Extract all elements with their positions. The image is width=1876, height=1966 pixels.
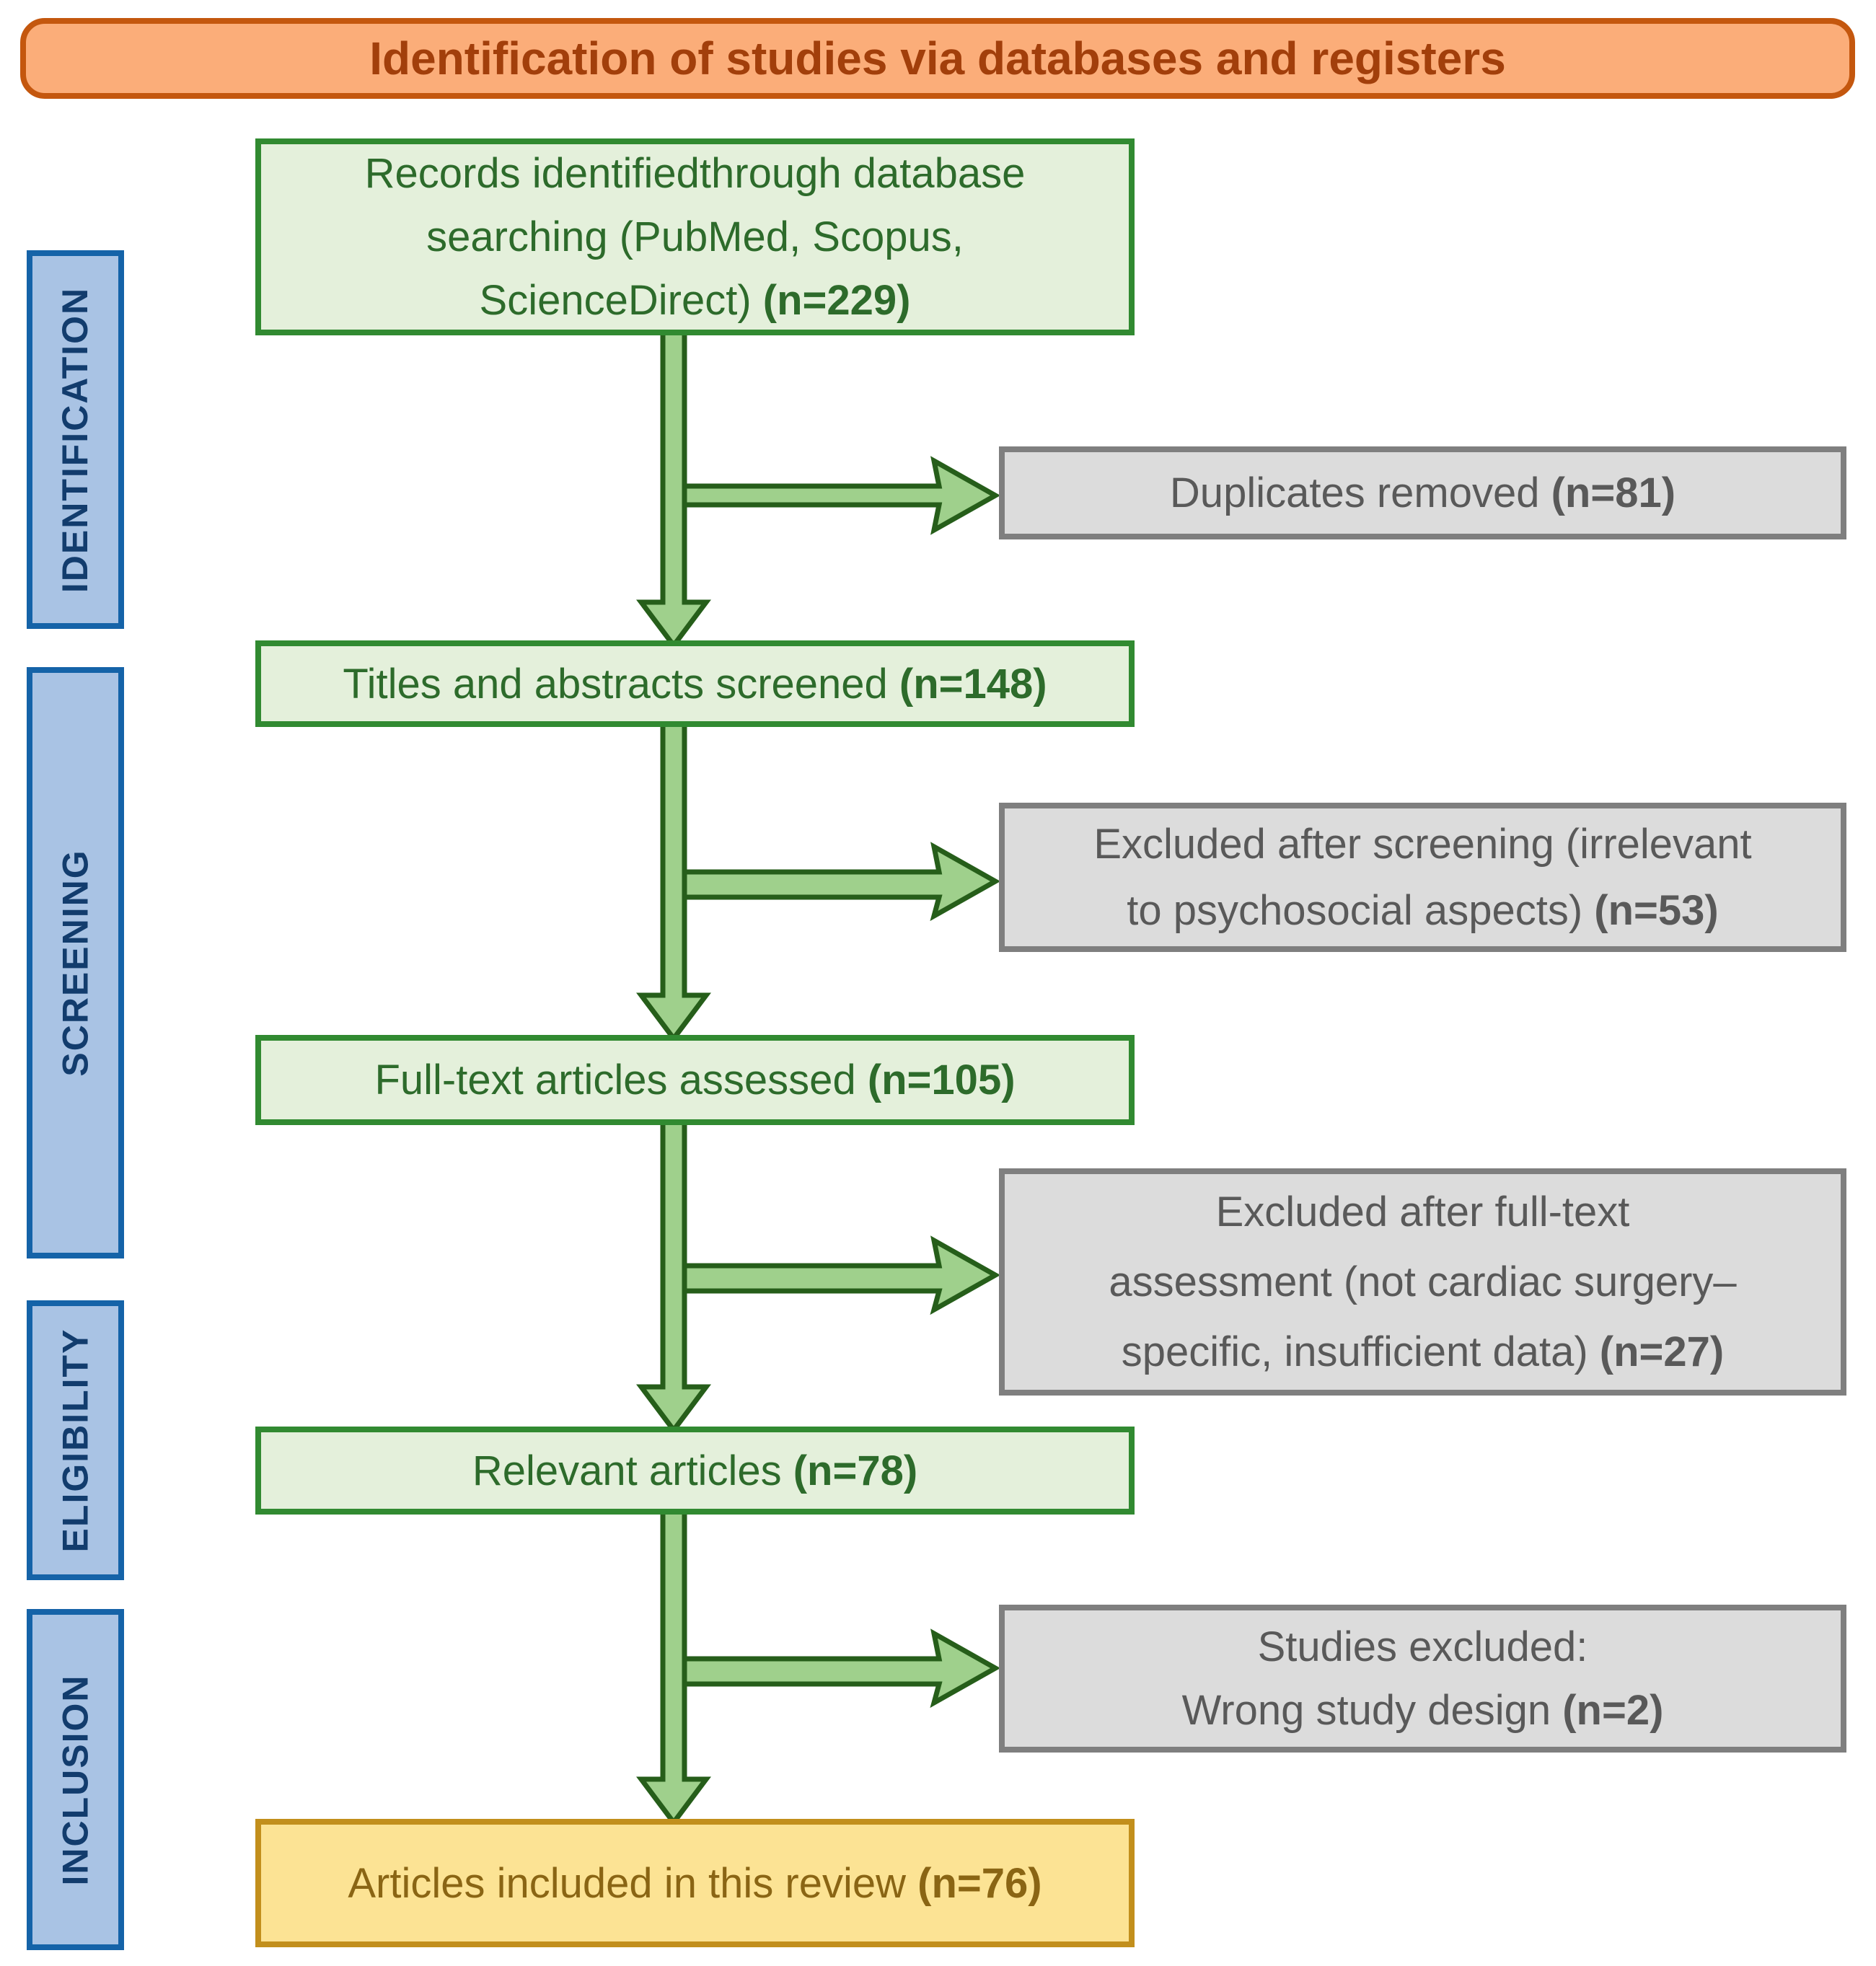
box-text-line: Records identifiedthrough database: [364, 149, 1026, 197]
count-badge: (n=27): [1599, 1328, 1725, 1375]
stage-label-eligibility: ELIGIBILITY: [27, 1300, 124, 1580]
arrow-down-1: [636, 325, 711, 650]
stage-label-identification: IDENTIFICATION: [27, 250, 124, 629]
stage-label-text: INCLUSION: [55, 1674, 96, 1885]
exclusion-box-after-screening: Excluded after screening (irrelevant to …: [999, 803, 1846, 952]
box-text-line: Studies excluded:: [1257, 1623, 1588, 1670]
stage-label-text: ELIGIBILITY: [55, 1328, 96, 1553]
arrow-down-4: [636, 1506, 711, 1827]
box-text-line: Articles included in this review (n=76): [348, 1859, 1042, 1907]
arrow-down-3: [636, 1116, 711, 1434]
stage-label-screening: SCREENING: [27, 667, 124, 1258]
box-text-line: Titles and abstracts screened (n=148): [343, 660, 1047, 708]
exclusion-box-wrong-design: Studies excluded: Wrong study design (n=…: [999, 1605, 1846, 1753]
flow-box-fulltext-assessed: Full-text articles assessed (n=105): [255, 1035, 1135, 1125]
flow-box-records-identified: Records identifiedthrough database searc…: [255, 138, 1135, 335]
stage-label-inclusion: INCLUSION: [27, 1609, 124, 1950]
box-text-line: Excluded after full-text: [1215, 1189, 1630, 1235]
title-banner-text: Identification of studies via databases …: [369, 32, 1506, 84]
arrow-down-2: [636, 718, 711, 1043]
arrow-right-studies-excluded: [671, 1628, 1001, 1709]
box-text-line: Excluded after screening (irrelevant: [1093, 820, 1752, 868]
box-text-line: Full-text articles assessed (n=105): [374, 1057, 1016, 1103]
box-text-line: Wrong study design (n=2): [1181, 1686, 1664, 1734]
count-badge: (n=78): [793, 1447, 918, 1494]
count-badge: (n=148): [899, 660, 1047, 708]
exclusion-box-after-fulltext: Excluded after full-text assessment (not…: [999, 1168, 1846, 1396]
box-text-line: to psychosocial aspects) (n=53): [1127, 886, 1719, 934]
count-badge: (n=2): [1562, 1686, 1664, 1734]
box-text-line: specific, insufficient data) (n=27): [1121, 1328, 1725, 1375]
box-text-line: Duplicates removed (n=81): [1169, 470, 1676, 516]
title-banner: Identification of studies via databases …: [20, 18, 1855, 99]
flow-box-articles-included: Articles included in this review (n=76): [255, 1819, 1135, 1947]
count-badge: (n=53): [1594, 886, 1719, 934]
count-badge: (n=76): [917, 1859, 1042, 1907]
flow-box-relevant-articles: Relevant articles (n=78): [255, 1427, 1135, 1515]
arrow-right-excluded-fulltext: [671, 1235, 1001, 1315]
stage-label-text: SCREENING: [55, 849, 96, 1077]
arrow-right-duplicates: [671, 456, 1001, 535]
box-text-line: searching (PubMed, Scopus,: [426, 213, 964, 260]
box-text-line: ScienceDirect) (n=229): [479, 276, 911, 324]
stage-label-text: IDENTIFICATION: [55, 286, 96, 593]
arrow-right-excluded-screening: [671, 842, 1001, 922]
count-badge: (n=229): [762, 276, 911, 324]
box-text-line: assessment (not cardiac surgery–: [1109, 1258, 1737, 1305]
exclusion-box-duplicates-removed: Duplicates removed (n=81): [999, 446, 1846, 539]
flow-box-titles-abstracts-screened: Titles and abstracts screened (n=148): [255, 640, 1135, 727]
box-text-line: Relevant articles (n=78): [472, 1447, 918, 1494]
count-badge: (n=81): [1551, 470, 1676, 516]
count-badge: (n=105): [867, 1057, 1016, 1103]
